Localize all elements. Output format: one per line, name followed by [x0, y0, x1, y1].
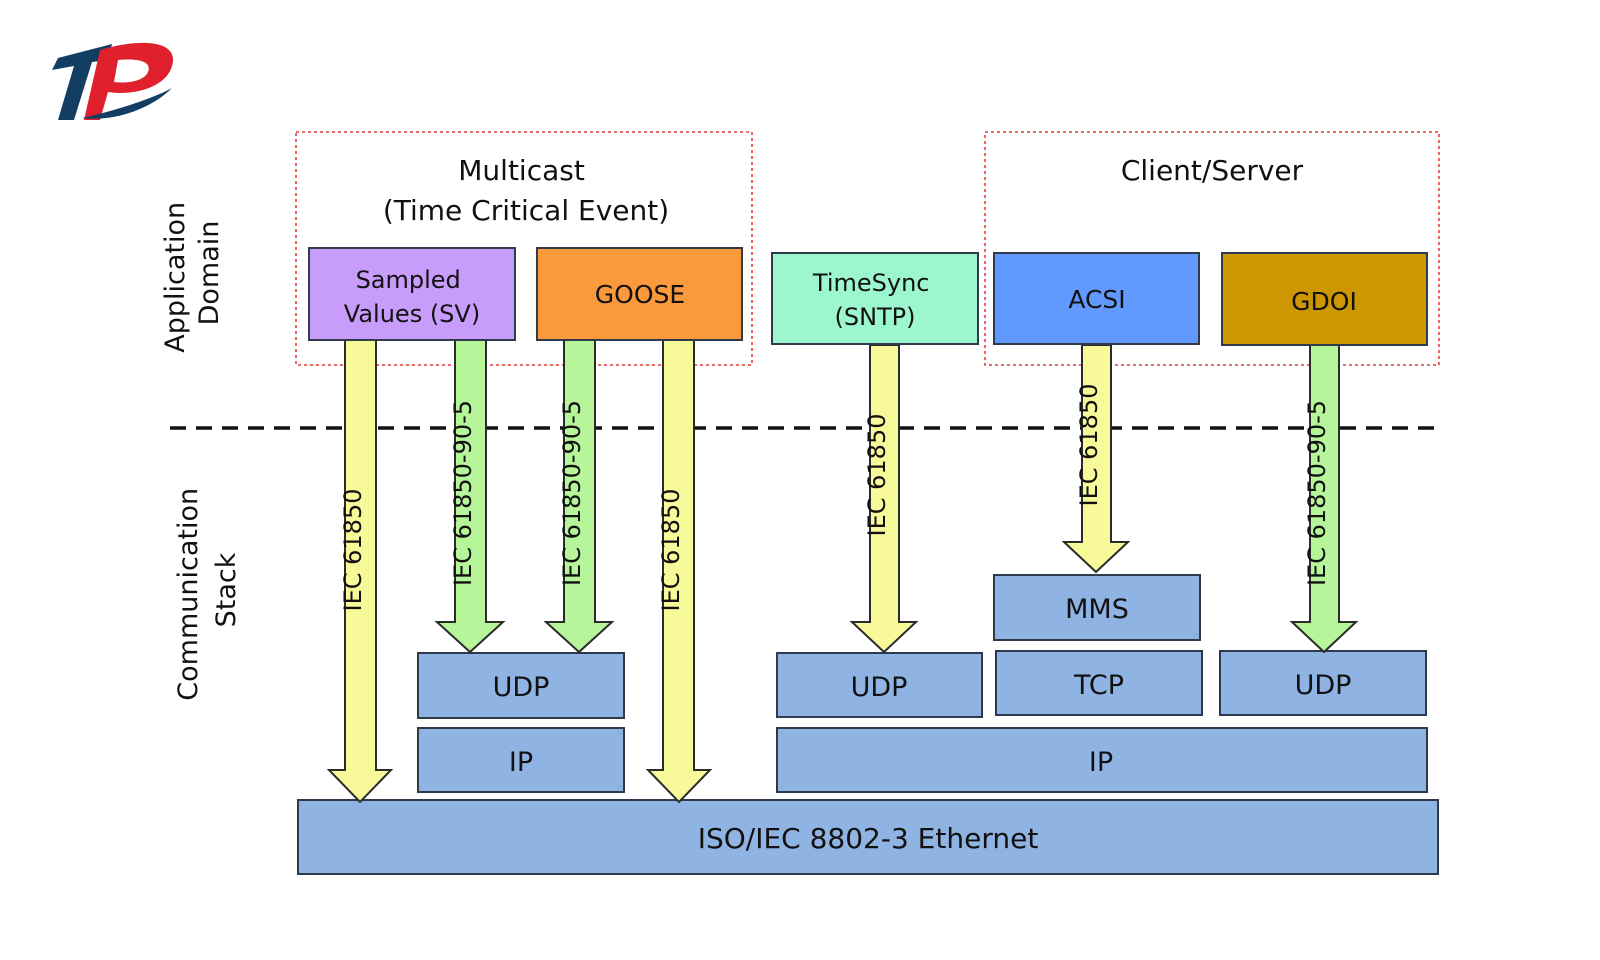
udp-left-label: UDP: [493, 672, 550, 703]
timesync-label: TimeSync (SNTP): [812, 269, 937, 331]
sampled-values-box: [308, 247, 516, 341]
goose-box: [536, 247, 743, 341]
timesync-iec61850-arrow-label: IEC 61850: [863, 414, 891, 537]
company-logo: [52, 42, 174, 120]
goose-iec61850-arrow: [645, 339, 713, 804]
sv-iec61850-arrow-label: IEC 61850: [339, 489, 367, 612]
multicast-group-title: Multicast (Time Critical Event): [383, 154, 669, 227]
ip-right-label: IP: [1089, 747, 1113, 778]
goose-label: GOOSE: [595, 280, 685, 309]
sv-iec61850-arrow: [326, 339, 394, 804]
mms-label: MMS: [1065, 594, 1129, 625]
acsi-iec61850-arrow-label: IEC 61850: [1075, 384, 1103, 507]
udp-mid-label: UDP: [851, 672, 908, 703]
goose-iec61850-arrow-label: IEC 61850: [657, 489, 685, 612]
tcp-label: TCP: [1073, 670, 1124, 701]
timesync-box: [771, 252, 979, 345]
ethernet-layer-label: ISO/IEC 8802-3 Ethernet: [698, 822, 1039, 855]
gdoi-iec61850-90-5-arrow-label: IEC 61850-90-5: [1303, 400, 1331, 586]
timesync-iec61850-arrow: [849, 344, 919, 654]
ethernet-layer-box: [297, 799, 1439, 875]
mms-box: [993, 574, 1201, 641]
udp-right-box: [1219, 650, 1427, 716]
acsi-box: [993, 252, 1200, 345]
client-server-group-title: Client/Server: [1121, 154, 1304, 187]
acsi-label: ACSI: [1068, 285, 1125, 314]
sv-iec61850-90-5-arrow: [434, 339, 506, 654]
communication-stack-label: Communication Stack: [173, 479, 242, 700]
tcp-box: [995, 650, 1203, 716]
gdoi-iec61850-90-5-arrow: [1289, 344, 1359, 654]
udp-right-label: UDP: [1295, 670, 1352, 701]
sv-iec61850-90-5-arrow-label: IEC 61850-90-5: [449, 400, 477, 586]
ip-right-box: [776, 727, 1428, 793]
goose-iec61850-90-5-arrow: [543, 339, 615, 654]
udp-mid-box: [776, 652, 983, 718]
goose-iec61850-90-5-arrow-label: IEC 61850-90-5: [558, 400, 586, 586]
gdoi-box: [1221, 252, 1428, 346]
client-server-group-outline: [984, 131, 1440, 366]
gdoi-label: GDOI: [1291, 287, 1357, 316]
sampled-values-label: Sampled Values (SV): [344, 266, 480, 328]
ip-left-box: [417, 727, 625, 793]
application-domain-label: Application Domain: [160, 193, 225, 352]
multicast-group-outline: [295, 131, 753, 366]
udp-left-box: [417, 652, 625, 719]
acsi-iec61850-arrow: [1061, 344, 1131, 574]
ip-left-label: IP: [509, 747, 533, 778]
